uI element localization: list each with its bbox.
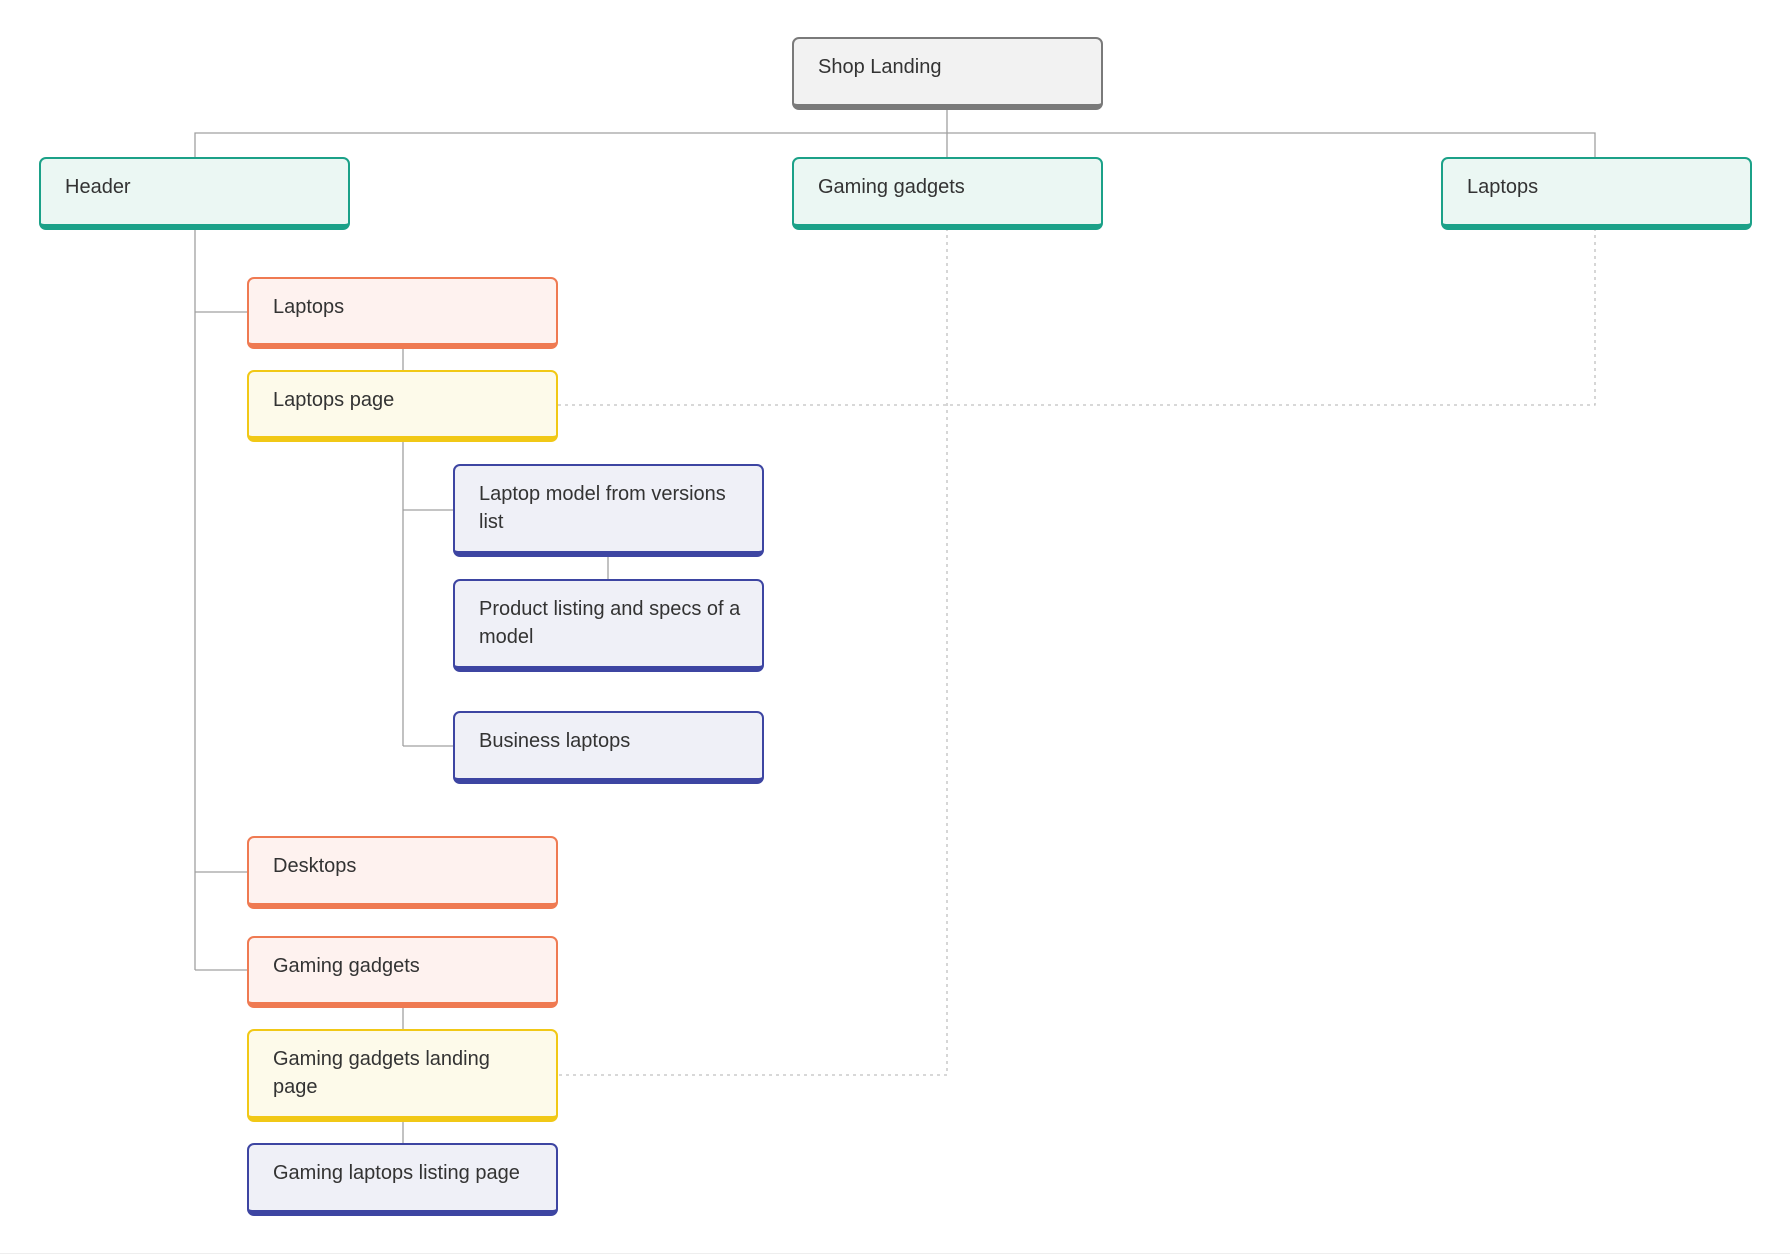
node-laptops[interactable]: Laptops xyxy=(247,277,558,349)
connector-header-trunk xyxy=(194,228,248,971)
node-laptops-page[interactable]: Laptops page xyxy=(247,370,558,442)
node-label: Gaming gadgets landing page xyxy=(273,1048,490,1098)
node-laptop-model[interactable]: Laptop model from versions list xyxy=(453,464,764,557)
bottom-divider xyxy=(0,1253,1790,1254)
node-label: Gaming laptops listing page xyxy=(273,1162,520,1184)
node-desktops[interactable]: Desktops xyxy=(247,836,558,909)
node-gaming-gadgets-landing[interactable]: Gaming gadgets landing page xyxy=(247,1029,558,1122)
link-gaming-section-to-gaming-landing xyxy=(558,228,948,1076)
node-label: Laptops xyxy=(273,296,345,318)
node-gaming-gadgets-section[interactable]: Gaming gadgets xyxy=(792,157,1103,230)
node-label: Header xyxy=(65,176,131,198)
node-business-laptops[interactable]: Business laptops xyxy=(453,711,764,784)
node-label: Product listing and specs of a model xyxy=(479,598,741,648)
node-label: Business laptops xyxy=(479,730,631,752)
node-laptops-section[interactable]: Laptops xyxy=(1441,157,1752,230)
node-label: Laptops xyxy=(1467,176,1539,198)
connector-root-to-sections xyxy=(194,108,1596,158)
node-label: Gaming gadgets xyxy=(273,955,420,977)
node-gaming-laptops-listing[interactable]: Gaming laptops listing page xyxy=(247,1143,558,1216)
node-header[interactable]: Header xyxy=(39,157,350,230)
node-label: Desktops xyxy=(273,855,357,877)
node-shop-landing[interactable]: Shop Landing xyxy=(792,37,1103,110)
node-label: Gaming gadgets xyxy=(818,176,965,198)
node-gaming-gadgets[interactable]: Gaming gadgets xyxy=(247,936,558,1008)
link-laptops-section-to-laptops-page xyxy=(558,228,1596,406)
node-product-listing[interactable]: Product listing and specs of a model xyxy=(453,579,764,672)
node-label: Laptops page xyxy=(273,389,395,411)
node-label: Shop Landing xyxy=(818,56,942,78)
node-label: Laptop model from versions list xyxy=(479,483,726,533)
connector-laptops-page-branch xyxy=(402,438,453,747)
